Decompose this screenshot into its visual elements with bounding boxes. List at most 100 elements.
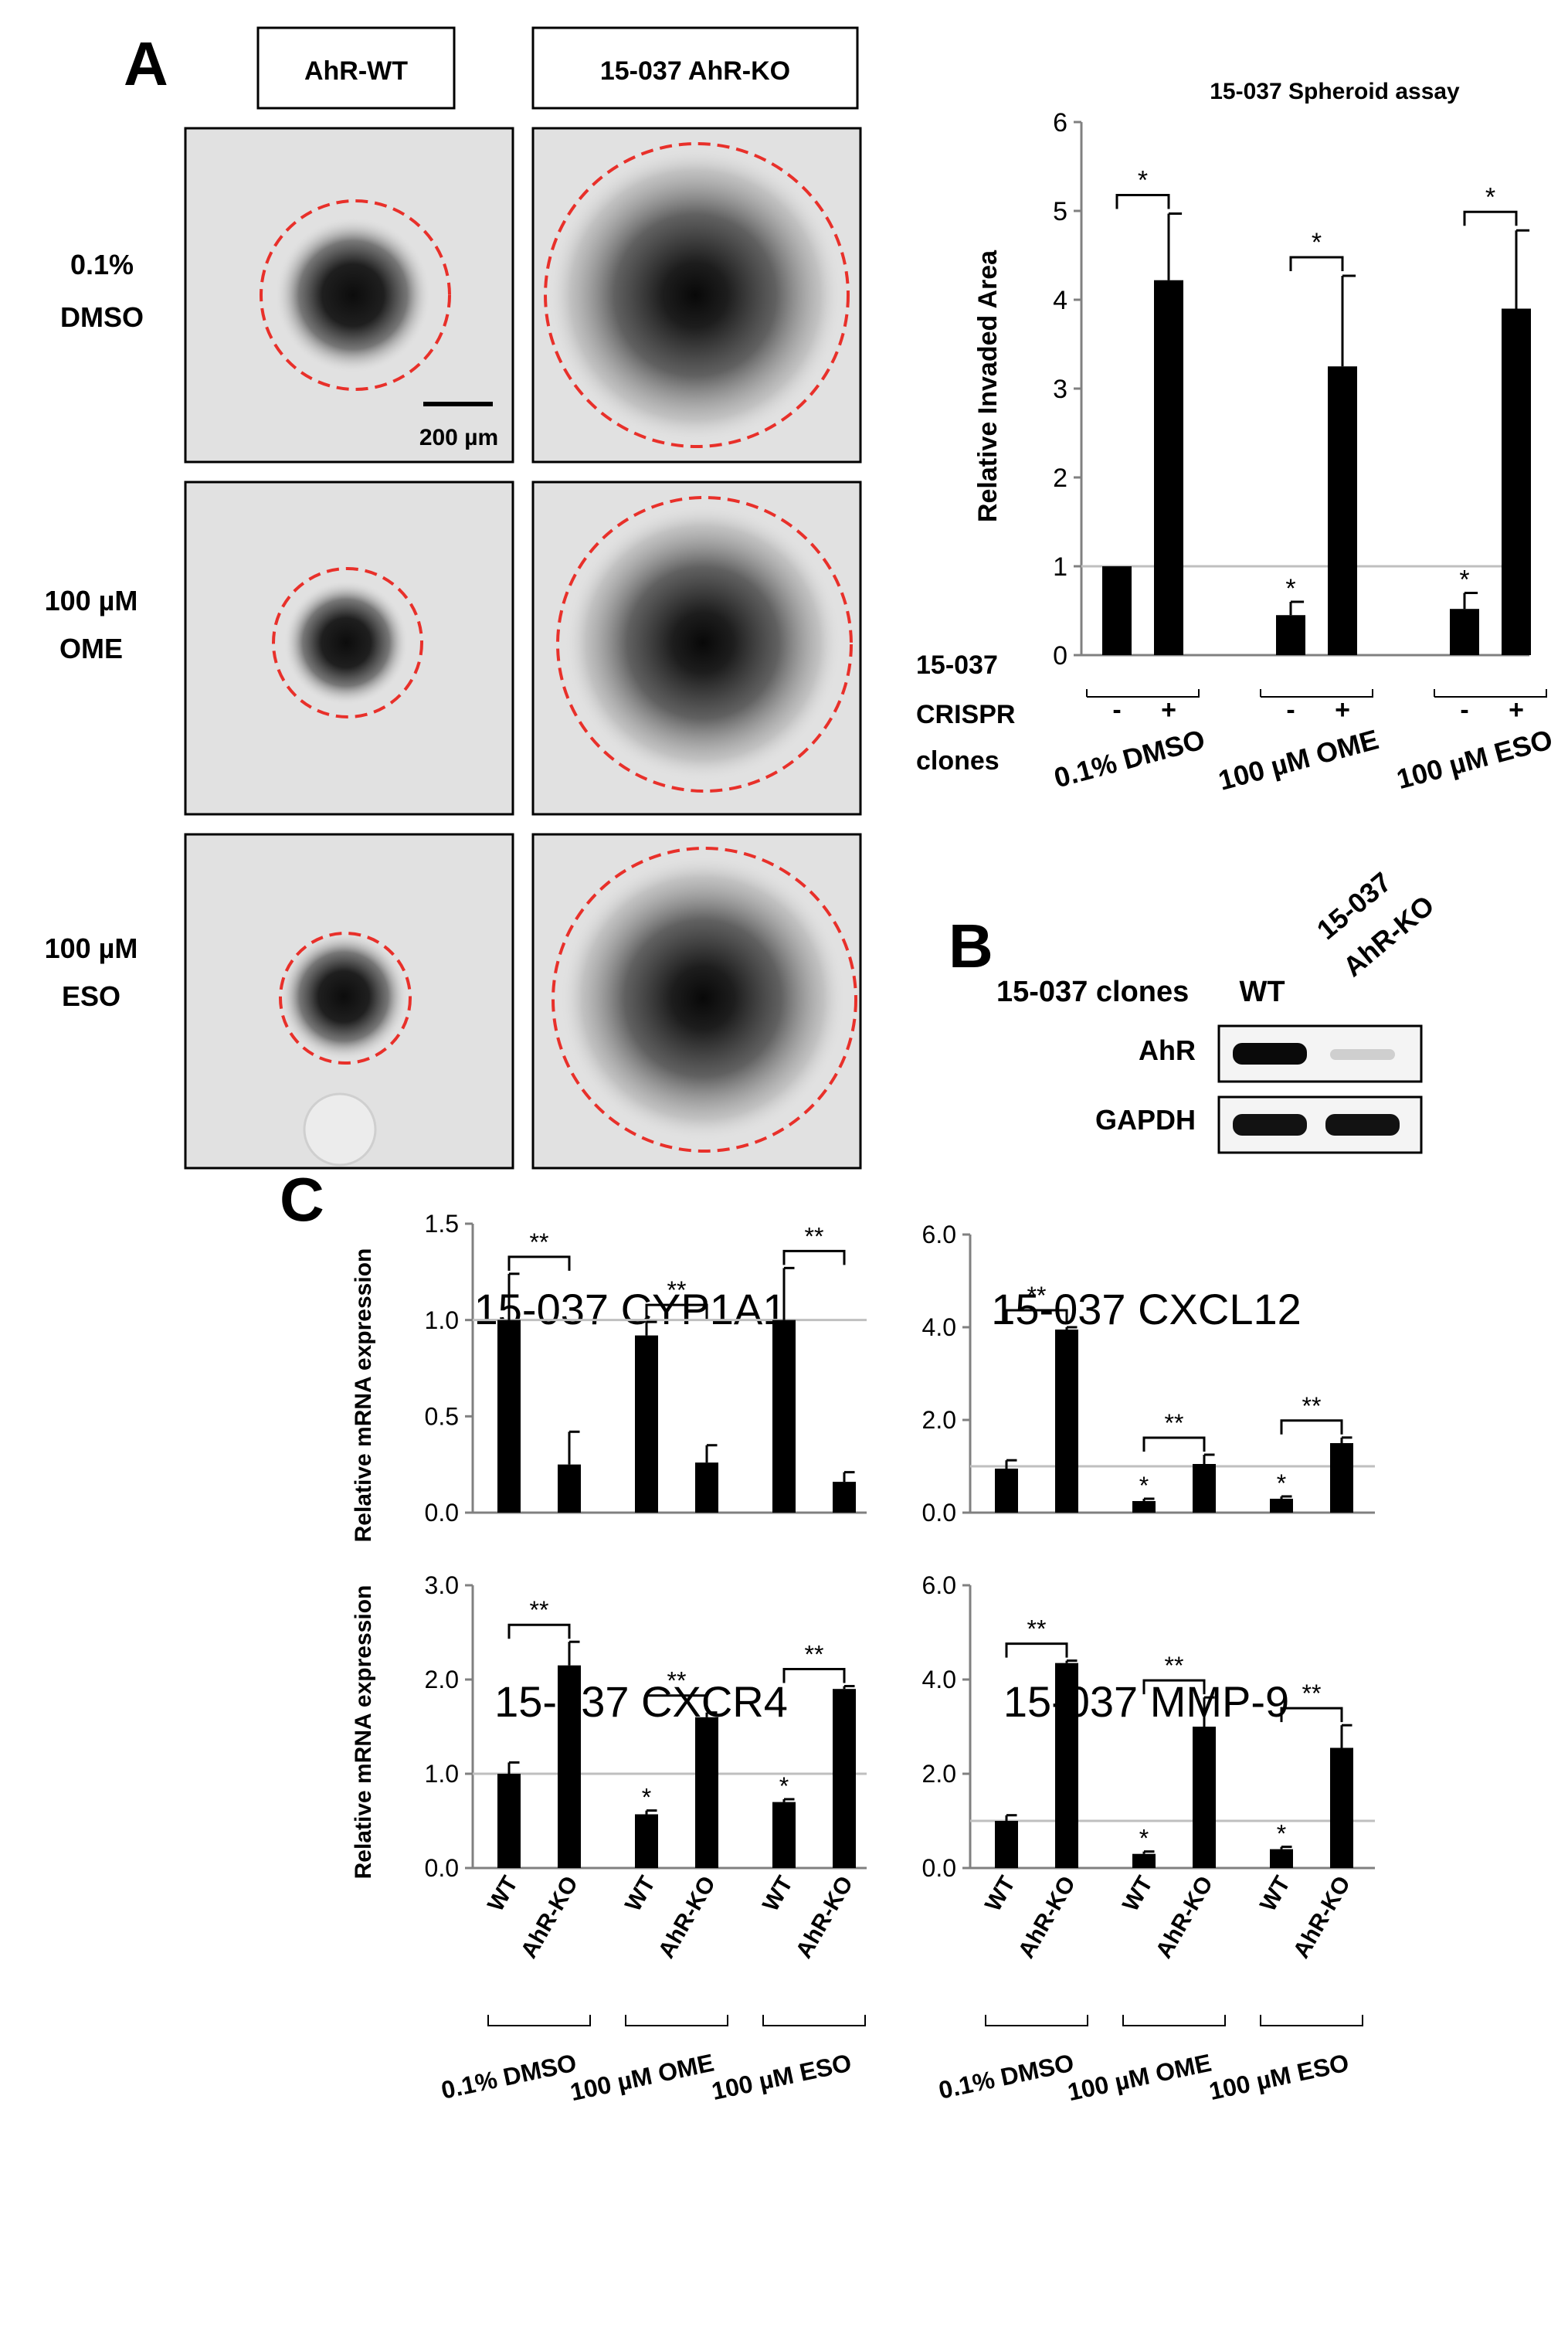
- group-label: 0.1% DMSO: [439, 2049, 579, 2104]
- group-bracket: [985, 2015, 1088, 2026]
- significance-label: **: [530, 1596, 549, 1624]
- micrograph-wt-dmso: 200 µm: [184, 127, 514, 464]
- blot-label-ahr: AhR: [1139, 1034, 1196, 1066]
- group-bracket: [1260, 689, 1373, 698]
- category-label: WT: [1118, 1872, 1158, 1916]
- group-bracket: [1260, 2015, 1363, 2026]
- y-tick-label: 0.0: [922, 1499, 956, 1527]
- group-bracket: [1434, 689, 1547, 698]
- y-tick-label: 0: [1053, 641, 1067, 671]
- y-tick-label: 0.0: [425, 1854, 459, 1882]
- y-axis-label: Relative mRNA expression: [351, 1585, 376, 1880]
- col-header-wt: AhR-WT: [256, 26, 456, 110]
- group-label: 100 µM ESO: [1207, 2049, 1351, 2105]
- significance-bracket: [782, 1668, 846, 1683]
- chart-title: 15-037 Spheroid assay: [1210, 79, 1460, 104]
- bar: [833, 1689, 856, 1868]
- panel-b-label: B: [949, 912, 993, 980]
- y-tick-label: 1: [1053, 552, 1067, 582]
- scale-bar-label: 200 µm: [419, 425, 498, 450]
- svg-text:DMSO: DMSO: [60, 301, 144, 333]
- condition-sign: +: [1161, 695, 1176, 725]
- svg-text:100 µM: 100 µM: [45, 585, 138, 616]
- bar: [497, 1774, 521, 1868]
- category-label: WT: [620, 1872, 660, 1916]
- significance-bracket: [1115, 193, 1170, 209]
- micrograph-ko-dmso: [531, 127, 862, 464]
- condition-row-label: CRISPR: [916, 700, 1015, 729]
- group-bracket: [762, 2015, 866, 2026]
- western-header: 15-037 clones: [996, 976, 1189, 1008]
- significance-label: **: [1027, 1615, 1047, 1643]
- blot-label-gapdh: GAPDH: [1095, 1104, 1196, 1136]
- significance-bracket: [507, 1623, 571, 1639]
- bar: [1502, 308, 1531, 655]
- significance-label: *: [1485, 182, 1495, 212]
- significance-bracket: [1142, 1436, 1206, 1452]
- significance-label: *: [1285, 574, 1295, 603]
- y-tick-label: 4.0: [922, 1666, 956, 1693]
- y-tick-label: 4.0: [922, 1313, 956, 1341]
- svg-text:0.1%: 0.1%: [70, 249, 134, 280]
- significance-label: *: [1277, 1469, 1286, 1497]
- significance-label: *: [1312, 228, 1322, 257]
- bar: [1270, 1499, 1293, 1513]
- y-tick-label: 2.0: [922, 1760, 956, 1788]
- significance-label: **: [1302, 1680, 1322, 1707]
- micrograph-ko-eso: [531, 833, 862, 1170]
- significance-bracket: [1463, 210, 1518, 226]
- bar: [1450, 609, 1479, 655]
- chart-title: 15-037 CXCR4: [494, 1677, 788, 1726]
- bar: [1132, 1501, 1156, 1513]
- bar: [772, 1802, 796, 1868]
- condition-sign: +: [1335, 695, 1350, 725]
- y-tick-label: 2.0: [922, 1406, 956, 1434]
- group-label: 100 µM OME: [1065, 2049, 1214, 2107]
- group-label: 0.1% DMSO: [936, 2049, 1076, 2104]
- cxcr4-chart: 15-037 CXCR4 Relative mRNA expression 0.0 1…: [351, 1571, 867, 2106]
- significance-bracket: [645, 1303, 708, 1320]
- significance-bracket: [1280, 1707, 1343, 1723]
- y-axis-label: Relative mRNA expression: [351, 1248, 376, 1543]
- micrograph-wt-ome: [184, 481, 514, 816]
- bar: [558, 1464, 581, 1513]
- group-label: 100 µM OME: [568, 2049, 717, 2107]
- blot-ahr: [1217, 1024, 1423, 1083]
- significance-label: *: [1138, 165, 1148, 195]
- category-label: WT: [758, 1872, 798, 1916]
- svg-text:100 µM: 100 µM: [45, 932, 138, 964]
- y-tick-label: 3: [1053, 375, 1067, 404]
- significance-label: *: [1277, 1820, 1286, 1848]
- bar: [1328, 366, 1357, 655]
- condition-row-label: 15-037: [916, 650, 998, 680]
- group-bracket: [625, 2015, 728, 2026]
- significance-label: *: [1139, 1825, 1149, 1853]
- y-tick-label: 0.0: [922, 1854, 956, 1882]
- y-tick-label: 0.0: [425, 1499, 459, 1527]
- bar: [1330, 1748, 1353, 1868]
- y-tick-label: 6: [1053, 108, 1067, 138]
- bar: [558, 1665, 581, 1868]
- bar: [1055, 1330, 1078, 1513]
- significance-label: *: [779, 1772, 789, 1800]
- y-tick-label: 1.0: [425, 1306, 459, 1334]
- significance-label: **: [1165, 1409, 1184, 1437]
- bar: [635, 1335, 658, 1513]
- bar: [995, 1469, 1018, 1513]
- y-axis-label: Relative Invaded Area: [973, 250, 1003, 522]
- condition-sign: -: [1460, 695, 1468, 725]
- y-tick-label: 4: [1053, 286, 1067, 315]
- col-header-ko-text: 15-037 AhR-KO: [600, 56, 790, 86]
- significance-bracket: [507, 1255, 571, 1271]
- significance-label: **: [1027, 1282, 1047, 1309]
- bar: [1276, 615, 1305, 655]
- band-ahr-ko: [1330, 1049, 1395, 1060]
- bar: [635, 1814, 658, 1868]
- band-gapdh-wt: [1233, 1114, 1307, 1136]
- bar: [695, 1717, 718, 1868]
- category-label: WT: [483, 1872, 523, 1916]
